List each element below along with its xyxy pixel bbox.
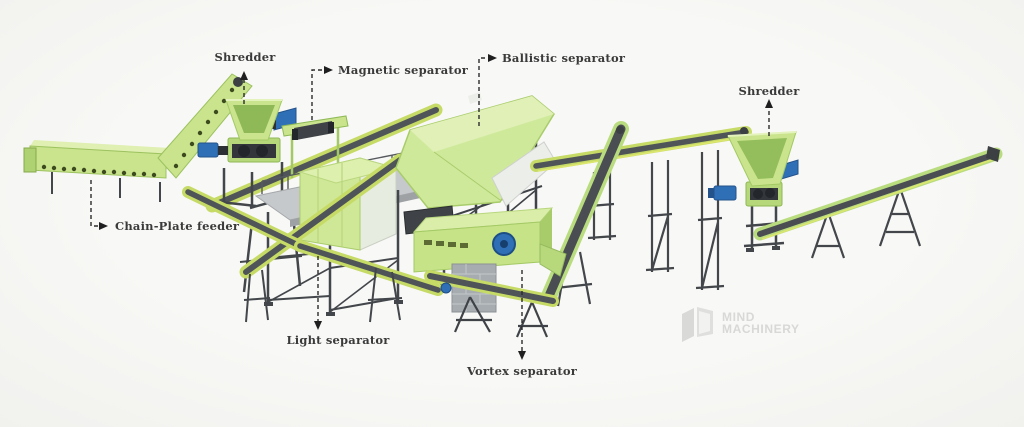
conveyor-under-vortex — [424, 270, 559, 338]
label-light-separator: Light separator — [286, 333, 390, 347]
conveyor-shredder-to-ballistic — [205, 103, 443, 293]
chain-plate-feeder-machine — [23, 73, 253, 202]
conveyor-platform-lower-left — [239, 153, 407, 323]
conveyor-to-vortex — [294, 240, 444, 323]
conveyor-platform-feed — [182, 186, 306, 252]
right-shredder-machine — [708, 131, 799, 252]
chain-plate-links — [41, 87, 235, 178]
conveyor-ballistic-to-right-shredder — [530, 126, 752, 290]
callout-connectors — [90, 57, 770, 352]
magnetic-separator-connector — [311, 69, 326, 120]
mind-machinery-logo-icon — [682, 307, 713, 342]
label-vortex-separator: Vortex separator — [466, 364, 578, 378]
ballistic-separator-connector — [478, 57, 490, 126]
conveyor-right-discharge — [753, 146, 1003, 259]
magnetic-separator-machine — [281, 115, 349, 178]
left-shredder-machine — [197, 99, 297, 210]
vortex-separator-machine — [403, 205, 567, 338]
right-shredder-motor — [713, 185, 737, 201]
chain-plate-feeder-connector — [90, 180, 101, 227]
label-ballistic-separator: Ballistic separator — [502, 51, 626, 65]
label-chain-plate-feeder: Chain-Plate feeder — [115, 219, 240, 233]
left-shredder-motor — [197, 142, 219, 158]
label-shredder-right: Shredder — [738, 84, 800, 98]
watermark: MIND MACHINERY — [681, 303, 800, 343]
label-shredder-left: Shredder — [214, 50, 276, 64]
callout-arrowheads — [99, 54, 773, 360]
watermark-line1: MIND — [722, 310, 756, 324]
watermark-text: MIND MACHINERY — [722, 311, 800, 335]
label-magnetic-separator: Magnetic separator — [338, 63, 469, 77]
watermark-line2: MACHINERY — [722, 322, 800, 336]
